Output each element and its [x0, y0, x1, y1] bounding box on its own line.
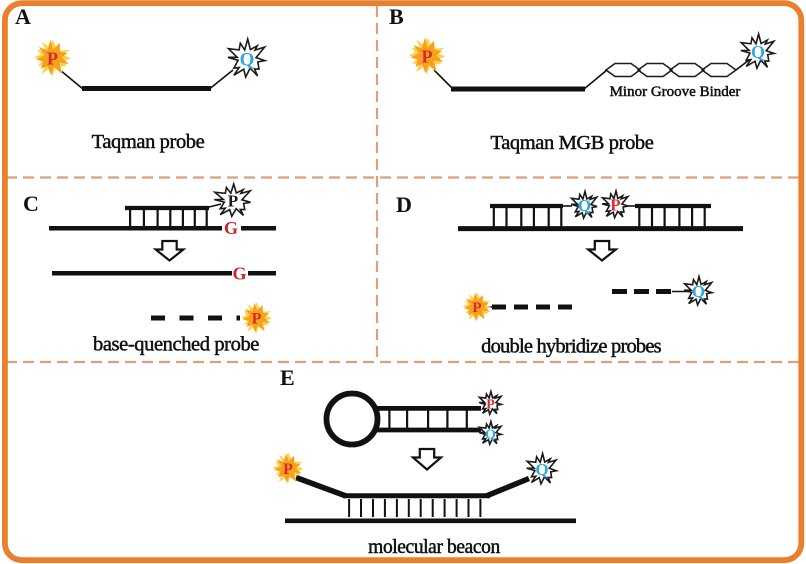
svg-text:C: C: [23, 191, 39, 216]
svg-text:Q: Q: [535, 460, 548, 479]
svg-text:B: B: [389, 4, 404, 29]
svg-text:Q: Q: [692, 282, 705, 301]
svg-text:Q: Q: [485, 428, 496, 443]
svg-text:Q: Q: [240, 50, 255, 71]
svg-text:Q: Q: [578, 196, 591, 215]
svg-text:A: A: [15, 4, 31, 29]
svg-text:G: G: [232, 263, 246, 283]
svg-text:P: P: [486, 398, 495, 413]
svg-text:P: P: [283, 461, 293, 478]
svg-text:P: P: [422, 47, 433, 67]
svg-text:P: P: [47, 49, 58, 69]
svg-text:Taqman MGB probe: Taqman MGB probe: [491, 132, 654, 154]
svg-text:double hybridize probes: double hybridize probes: [481, 336, 662, 358]
svg-text:D: D: [396, 192, 412, 217]
svg-text:Q: Q: [751, 42, 765, 62]
svg-text:P: P: [472, 300, 481, 316]
svg-text:P: P: [252, 311, 262, 328]
svg-text:P: P: [228, 192, 238, 211]
svg-text:molecular beacon: molecular beacon: [368, 537, 500, 558]
svg-text:base-quenched probe: base-quenched probe: [93, 334, 259, 356]
svg-text:P: P: [610, 196, 620, 215]
svg-text:Minor Groove Binder: Minor Groove Binder: [610, 84, 741, 100]
svg-text:G: G: [224, 218, 238, 238]
svg-text:Taqman probe: Taqman probe: [92, 131, 205, 153]
svg-text:E: E: [280, 365, 295, 390]
